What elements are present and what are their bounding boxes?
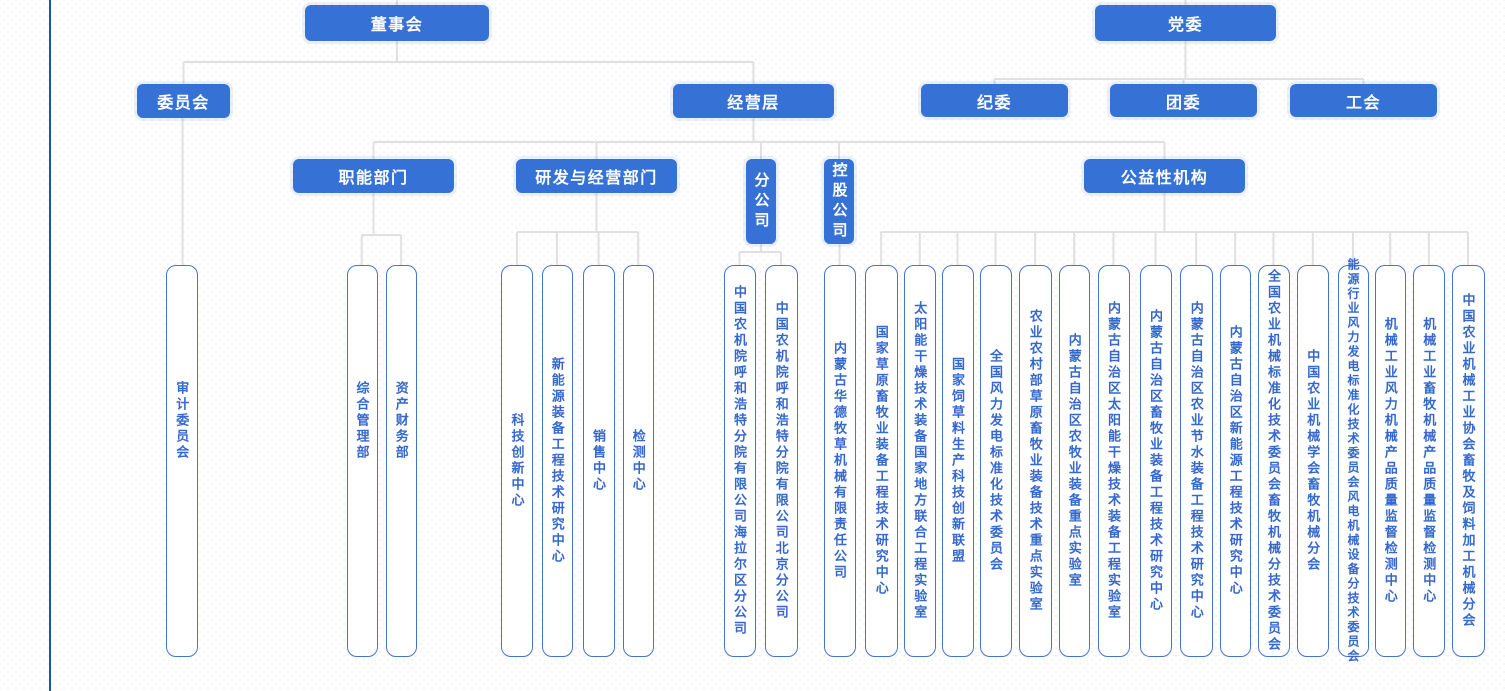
- org-node-caamm-husbandry-feed-branch: 中国农业机械工业协会畜牧及饲料加工机械分会: [1451, 265, 1485, 657]
- org-node-label: 全国农业机械标准化技术委员会畜牧机械分技术委员会: [1266, 269, 1281, 653]
- org-node-audit-committee: 审计委员会: [166, 265, 198, 657]
- org-node-management-level: 经营层: [673, 84, 834, 118]
- org-node-label: 中国农机院呼和浩特分院有限公司北京分公司: [773, 301, 789, 621]
- org-node-label: 内蒙古华德牧草机械有限责任公司: [832, 341, 847, 581]
- org-node-discipline-committee: 纪委: [921, 84, 1068, 117]
- org-node-label: 研发与经营部门: [535, 170, 658, 187]
- org-node-label: 党委: [1167, 17, 1203, 34]
- org-node-hohhot-branch-hailar: 中国农机院呼和浩特分院有限公司海拉尔区分公司: [723, 265, 756, 657]
- org-node-general-management-dept: 综合管理部: [346, 265, 378, 657]
- org-node-party-committee: 党委: [1095, 5, 1276, 41]
- org-node-forage-production-alliance: 国家饲草料生产科技创新联盟: [941, 265, 974, 657]
- org-node-wind-machinery-quality-center: 机械工业风力机械产品质量监督检测中心: [1374, 265, 1406, 657]
- org-node-label: 农业农村部草原畜牧业装备技术重点实验室: [1027, 309, 1043, 613]
- org-node-label: 中国农业机械学会畜牧机械分会: [1305, 349, 1321, 573]
- org-node-label: 职能部门: [338, 170, 409, 187]
- org-node-label: 国家饲草料生产科技创新联盟: [950, 357, 965, 565]
- org-node-label: 中国农机院呼和浩特分院有限公司海拉尔区分公司: [732, 285, 747, 637]
- org-node-testing-center: 检测中心: [622, 265, 654, 657]
- org-node-label: 机械工业风力机械产品质量监督检测中心: [1382, 317, 1398, 605]
- org-node-husbandry-machinery-quality-center: 机械工业畜牧机械产品质量监督检测中心: [1412, 265, 1445, 657]
- connector-path: [181, 0, 1469, 265]
- org-node-label: 机械工业畜牧机械产品质量监督检测中心: [1421, 317, 1437, 605]
- org-node-label: 全国风力发电标准化技术委员会: [988, 349, 1003, 573]
- org-node-label: 审计委员会: [174, 381, 190, 461]
- org-node-national-grassland-equip-center: 国家草原畜牧业装备工程技术研究中心: [865, 265, 898, 657]
- org-node-label: 科技创新中心: [509, 413, 525, 509]
- org-node-label: 工会: [1345, 94, 1381, 112]
- org-node-label: 能源行业风力发电标准化技术委员会风电机械设备分技术委员会: [1346, 258, 1360, 664]
- org-node-label: 分公司: [752, 171, 770, 232]
- org-node-committees: 委员会: [137, 84, 230, 118]
- org-node-label: 内蒙古自治区太阳能干燥技术装备工程实验室: [1106, 301, 1121, 621]
- org-node-label: 公益性机构: [1120, 170, 1209, 187]
- org-node-label: 经营层: [727, 95, 780, 112]
- org-node-label: 太阳能干燥技术装备国家地方联合工程实验室: [912, 301, 928, 621]
- org-node-label: 资产财务部: [393, 381, 409, 461]
- org-node-label: 中国农业机械工业协会畜牧及饲料加工机械分会: [1460, 293, 1476, 629]
- org-node-label: 内蒙古自治区畜牧业装备工程技术研究中心: [1148, 309, 1163, 613]
- org-node-nat-agri-machinery-standards-husbandry-subcommittee: 全国农业机械标准化技术委员会畜牧机械分技术委员会: [1257, 265, 1290, 657]
- org-node-label: 销售中心: [591, 429, 606, 493]
- org-node-public-welfare-institutions: 公益性机构: [1084, 159, 1245, 193]
- org-node-im-husbandry-equip-key-lab: 内蒙古自治区农牧业装备重点实验室: [1058, 265, 1090, 657]
- org-node-casm-husbandry-machinery-branch: 中国农业机械学会畜牧机械分会: [1296, 265, 1329, 657]
- org-node-label: 内蒙古自治区农牧业装备重点实验室: [1066, 333, 1082, 589]
- org-node-hohhot-branch-beijing: 中国农机院呼和浩特分院有限公司北京分公司: [764, 265, 798, 657]
- org-node-sci-tech-innovation-center: 科技创新中心: [501, 265, 533, 657]
- org-node-solar-drying-joint-lab: 太阳能干燥技术装备国家地方联合工程实验室: [903, 265, 936, 657]
- org-node-labor-union: 工会: [1290, 84, 1437, 117]
- org-node-new-energy-equipment-research-center: 新能源装备工程技术研究中心: [541, 265, 573, 657]
- org-node-branch-companies: 分公司: [746, 159, 776, 244]
- org-node-national-wind-power-standards-committee: 全国风力发电标准化技术委员会: [979, 265, 1012, 657]
- org-node-board-of-directors: 董事会: [305, 5, 489, 41]
- org-node-youth-league: 团委: [1110, 84, 1257, 117]
- left-border-rule: [49, 0, 52, 691]
- org-node-label: 控股公司: [830, 161, 848, 242]
- org-node-im-solar-drying-lab: 内蒙古自治区太阳能干燥技术装备工程实验室: [1097, 265, 1130, 657]
- org-node-im-water-saving-equip-center: 内蒙古自治区农业节水装备工程技术研究中心: [1180, 265, 1213, 657]
- org-node-im-husbandry-equip-research-center: 内蒙古自治区畜牧业装备工程技术研究中心: [1139, 265, 1172, 657]
- org-node-label: 内蒙古自治区新能源工程技术研究中心: [1227, 325, 1243, 597]
- org-node-label: 团委: [1165, 94, 1201, 112]
- org-node-sales-center: 销售中心: [582, 265, 615, 657]
- org-node-energy-wind-power-standards-subcommittee: 能源行业风力发电标准化技术委员会风电机械设备分技术委员会: [1337, 258, 1369, 664]
- org-node-label: 新能源装备工程技术研究中心: [549, 357, 565, 565]
- org-node-functional-departments: 职能部门: [293, 159, 454, 193]
- org-node-label: 综合管理部: [354, 381, 370, 461]
- org-node-asset-finance-dept: 资产财务部: [385, 265, 417, 657]
- org-node-label: 委员会: [157, 95, 210, 112]
- org-node-label: 内蒙古自治区农业节水装备工程技术研究中心: [1188, 301, 1204, 621]
- org-node-label: 国家草原畜牧业装备工程技术研究中心: [873, 325, 889, 597]
- org-node-huade-grass-machinery: 内蒙古华德牧草机械有限责任公司: [823, 265, 856, 657]
- org-node-holding-companies: 控股公司: [824, 159, 854, 244]
- org-node-label: 检测中心: [630, 429, 646, 493]
- org-node-rd-operation-departments: 研发与经营部门: [516, 159, 677, 193]
- org-node-moa-grassland-equip-key-lab: 农业农村部草原畜牧业装备技术重点实验室: [1019, 265, 1052, 657]
- org-node-im-new-energy-research-center: 内蒙古自治区新能源工程技术研究中心: [1219, 265, 1251, 657]
- org-node-label: 董事会: [370, 17, 424, 34]
- org-node-label: 纪委: [976, 94, 1012, 112]
